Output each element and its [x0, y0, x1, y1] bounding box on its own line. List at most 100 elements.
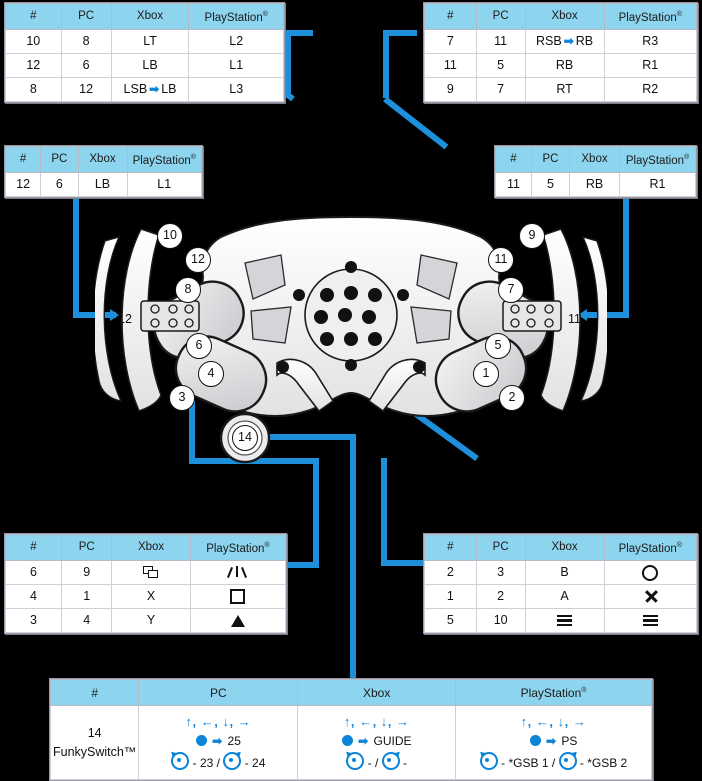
wheel-badge-9[interactable]: 9 [519, 223, 545, 249]
col-pc: PC [60, 534, 113, 561]
col-pc: PC [475, 534, 526, 561]
funky-press-pc: ➡ 25 [141, 732, 295, 752]
wheel-badge-5[interactable]: 5 [485, 333, 511, 359]
cell-xbox-remap: RSB➡RB [524, 28, 605, 54]
cell-num: 10 [5, 28, 62, 54]
direction-arrows-icon: ↑, ←, ↓, → [185, 714, 252, 729]
wheel-badge-10[interactable]: 10 [157, 223, 183, 249]
arrow-right-icon: ➡ [563, 33, 574, 48]
col-pc: PC [40, 146, 79, 173]
col-xbox: Xbox [111, 534, 191, 561]
col-ps: PlayStation® [188, 3, 284, 30]
direction-arrows-icon: ↑, ←, ↓, → [520, 714, 587, 729]
cell-pc: 6 [60, 52, 112, 78]
remap-from: LSB [123, 81, 148, 96]
wheel-badge-11[interactable]: 11 [488, 247, 514, 273]
table-bottom-right: # PC Xbox PlayStation® 2 3 B 1 2 A [423, 533, 698, 634]
funky-rotate-xbox: - / - [300, 749, 453, 774]
cell-ps: R1 [603, 52, 697, 78]
col-ps: PlayStation® [619, 146, 696, 173]
funky-rotate-pc: - 23 / - 24 [141, 749, 295, 774]
cell-funky-xbox: ↑, ←, ↓, → ➡ GUIDE - / - [297, 704, 457, 781]
cell-xbox [111, 559, 191, 585]
rotate-ccw-icon [344, 749, 365, 771]
table-row: 3 4 Y [5, 607, 287, 633]
col-num: # [5, 3, 62, 30]
table-funkyswitch: # PC Xbox PlayStation® 14 FunkySwitch™ ↑… [49, 678, 653, 781]
wheel-badge-7[interactable]: 7 [498, 277, 524, 303]
rotate-ccw-value: - [367, 756, 372, 771]
table-row: 4 1 X [5, 583, 287, 609]
cell-xbox: Y [111, 607, 191, 633]
menu-icon [557, 615, 573, 626]
col-ps: PlayStation® [603, 3, 697, 30]
direction-arrows-icon: ↑, ←, ↓, → [343, 714, 410, 729]
col-num: # [424, 534, 477, 561]
wheel-badge-3[interactable]: 3 [169, 385, 195, 411]
wheel-badge-1[interactable]: 1 [473, 361, 499, 387]
cell-pc: 9 [60, 559, 113, 585]
press-value: 25 [227, 734, 241, 749]
cell-ps [603, 559, 697, 585]
table-mid-right: # PC Xbox PlayStation® 11 5 RB R1 [494, 145, 697, 198]
rotate-ccw-value: - 23 [192, 756, 214, 771]
table-row: 6 9 [5, 559, 287, 585]
press-dot-icon [195, 735, 207, 747]
cell-num: 2 [424, 559, 477, 585]
table-row: 1 2 A [424, 583, 697, 609]
wheel-badge-14[interactable]: 14 [232, 425, 258, 451]
cell-ps [603, 583, 697, 609]
table-mid-left: # PC Xbox PlayStation® 12 6 LB L1 [4, 145, 203, 198]
table-row: 2 3 B [424, 559, 697, 585]
col-xbox: Xbox [77, 146, 128, 173]
wheel-badge-6[interactable]: 6 [186, 333, 212, 359]
wheel-badge-12[interactable]: 12 [185, 247, 211, 273]
cell-xbox: RB [569, 171, 620, 197]
cross-icon [644, 590, 657, 603]
table-row: 7 11 RSB➡RB R3 [424, 28, 697, 54]
paddle-label-left: 12 [118, 312, 132, 326]
col-num: # [424, 3, 477, 30]
table-row: 11 5 RB R1 [495, 171, 696, 197]
menu-icon [642, 615, 658, 626]
col-xbox: Xbox [569, 146, 620, 173]
press-dot-icon [341, 735, 353, 747]
table-row: 10 8 LT L2 [5, 28, 284, 54]
col-pc: PC [138, 679, 299, 706]
col-num: # [49, 679, 140, 706]
col-ps: PlayStation® [189, 534, 287, 561]
cell-ps [189, 583, 287, 609]
circle-icon [642, 564, 659, 581]
col-xbox: Xbox [297, 679, 457, 706]
wheel-badge-8[interactable]: 8 [175, 277, 201, 303]
table-row: 8 12 LSB➡LB L3 [5, 76, 284, 102]
funky-name: FunkySwitch™ [53, 744, 137, 759]
rotate-cw-value: - [403, 756, 408, 771]
col-pc: PC [60, 3, 112, 30]
wheel-badge-4[interactable]: 4 [198, 361, 224, 387]
paddle-label-right: 11 [568, 312, 581, 326]
rotate-cw-value: - 24 [244, 756, 266, 771]
col-num: # [4, 146, 42, 173]
table-row: 12 6 LB L1 [4, 171, 202, 197]
table-row: 5 10 [424, 607, 697, 633]
rotate-ccw-icon [169, 749, 190, 771]
wheel-badge-2[interactable]: 2 [499, 385, 525, 411]
cell-num: 3 [5, 607, 62, 633]
rotate-separator: / [216, 756, 221, 771]
cell-pc: 6 [40, 171, 79, 197]
cell-ps: L1 [188, 52, 284, 78]
cell-xbox [524, 607, 605, 633]
table-row: 9 7 RT R2 [424, 76, 697, 102]
cell-pc: 8 [60, 28, 112, 54]
cell-pc: 4 [60, 607, 113, 633]
col-ps: PlayStation® [455, 679, 652, 706]
cell-num: 12 [4, 171, 42, 197]
cell-num: 11 [424, 52, 477, 78]
table-top-left: # PC Xbox PlayStation® 10 8 LT L2 12 6 L… [4, 2, 285, 103]
remap-to: RB [575, 33, 594, 48]
rotate-separator: / [551, 756, 556, 771]
steering-wheel-illustration: 10 12 8 6 4 3 9 11 7 5 1 2 14 12 11 [92, 215, 610, 470]
table-row: 11 5 RB R1 [424, 52, 697, 78]
